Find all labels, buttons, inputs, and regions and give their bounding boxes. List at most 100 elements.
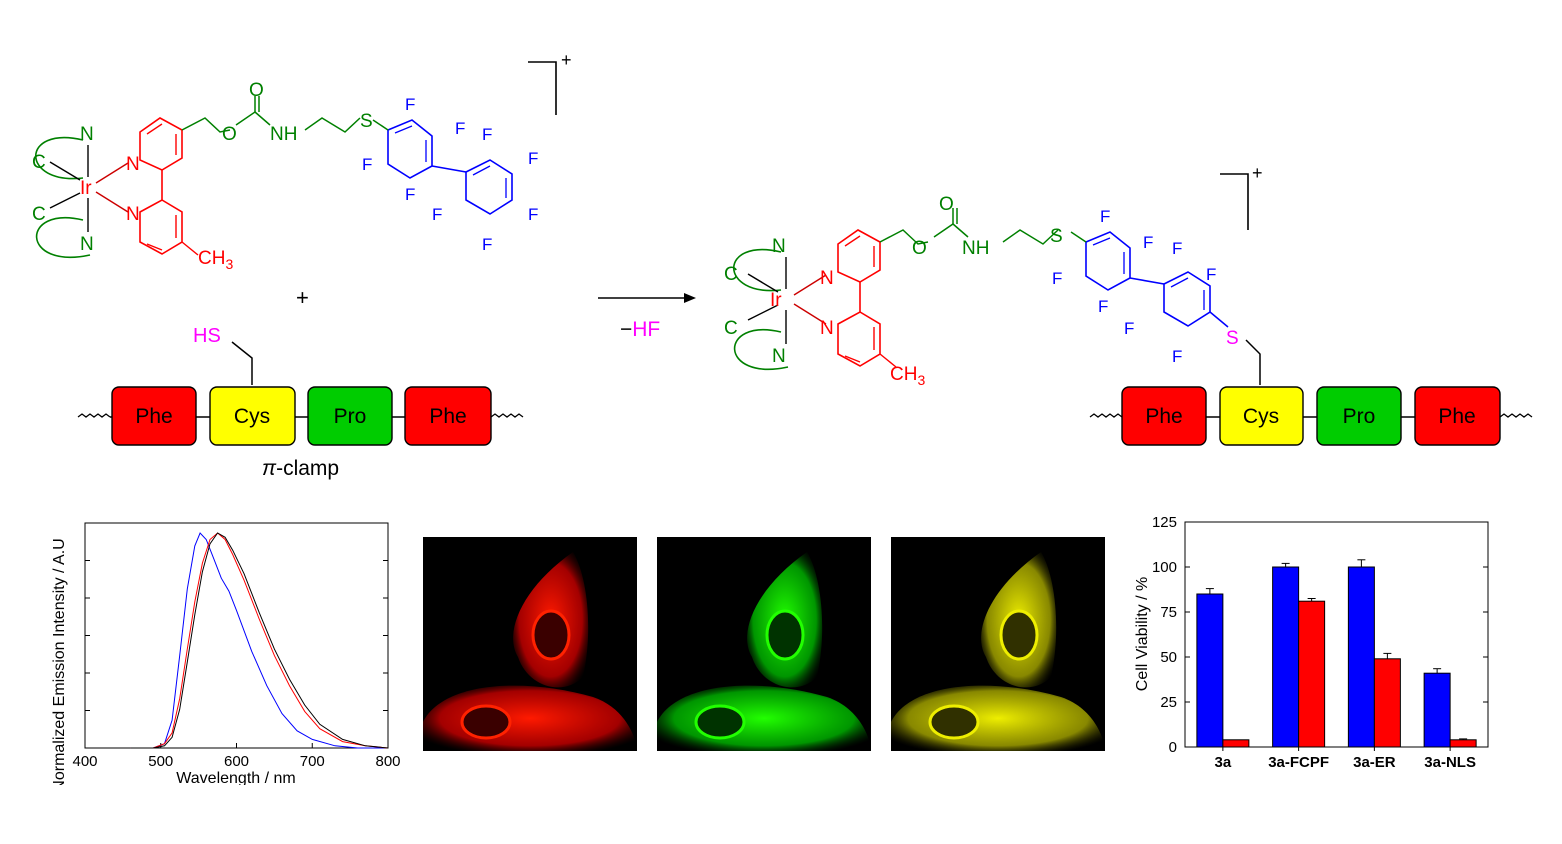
o-label: O (222, 124, 237, 145)
f-label: F (1172, 239, 1182, 258)
y-tick-label: 100 (1152, 559, 1177, 576)
residue-box-pro (307, 386, 393, 446)
f-label: F (1098, 297, 1108, 316)
thiol-label: HS (193, 325, 221, 347)
methyl-label: CH3 (198, 248, 233, 272)
micrograph-green-image (657, 537, 871, 751)
n-label: N (80, 234, 94, 255)
conjugated-peptide: Phe Cys Pro Phe (1089, 386, 1533, 446)
x-tick-label: 800 (375, 753, 400, 770)
residue-label: Cys (234, 405, 270, 428)
x-tick-label: 500 (148, 753, 173, 770)
c-label: C (32, 152, 46, 173)
y-tick-label: 125 (1152, 514, 1177, 531)
x-tick-label: 600 (224, 753, 249, 770)
micrograph-merged-image (891, 537, 1105, 751)
n-label: N (772, 236, 786, 257)
reaction-scheme: Ir N N C C N N CH3 O O NH S F F F F F F … (32, 50, 1533, 480)
charge-label: + (561, 50, 572, 70)
residue-box-phe (111, 386, 197, 446)
plus-sign: + (296, 285, 309, 310)
micrograph-red-image (423, 537, 637, 751)
plot-frame (84, 522, 389, 749)
residue-label: Phe (1438, 405, 1475, 428)
category-label: 3a (1215, 754, 1232, 771)
pyridine-n-label: N (126, 154, 140, 175)
c-label: C (724, 264, 738, 285)
f-label: F (528, 149, 538, 168)
y-tick-label: 75 (1160, 604, 1177, 621)
plot-frame (1184, 521, 1489, 748)
x-tick-label: 400 (72, 753, 97, 770)
viability-bar (1272, 566, 1300, 748)
c-label: C (32, 204, 46, 225)
viability-bar (1347, 566, 1375, 748)
nh-label: NH (962, 238, 989, 259)
charge-label: + (1252, 163, 1263, 183)
o-label: O (912, 238, 927, 259)
micrograph-green-channel (657, 537, 871, 751)
s-label: S (360, 111, 373, 132)
residue-label: Cys (1243, 405, 1279, 428)
f-label: F (1052, 269, 1062, 288)
emission-series-line (130, 532, 389, 749)
peptide-name: π-clamp (262, 457, 339, 480)
micrograph-red-channel (423, 537, 637, 751)
y-axis-label: Normalized Emission Intensity / A.U (51, 538, 68, 785)
residue-box-phe (404, 386, 492, 446)
conjugated-s-label: S (1226, 328, 1239, 349)
x-tick-label: 700 (300, 753, 325, 770)
iridium-complex-product: Ir N N C C N N CH3 O O NH S F F F F F F … (724, 163, 1263, 388)
residue-box-phe (1414, 386, 1501, 446)
residue-box-phe (1121, 386, 1207, 446)
f-label: F (1206, 265, 1216, 284)
pyridine-n-label: N (820, 318, 834, 339)
x-axis-label: Wavelength / nm (176, 770, 295, 785)
s-label: S (1050, 226, 1063, 247)
residue-label: Phe (429, 405, 466, 428)
c-label: C (724, 318, 738, 339)
residue-label: Phe (135, 405, 172, 428)
pyridine-n-label: N (820, 268, 834, 289)
o-label: O (249, 80, 264, 101)
f-label: F (528, 205, 538, 224)
methyl-label: CH3 (890, 364, 925, 388)
reagent-label: −HF (620, 318, 660, 341)
residue-label: Pro (1343, 405, 1376, 428)
pyridine-n-label: N (126, 204, 140, 225)
f-label: F (1143, 233, 1153, 252)
nh-label: NH (270, 124, 297, 145)
f-label: F (1172, 347, 1182, 366)
emission-series-line (130, 532, 389, 749)
pi-clamp-peptide: Phe Cys Pro Phe (77, 386, 524, 446)
residue-label: Pro (334, 405, 367, 428)
y-axis-label: Cell Viability / % (1134, 577, 1151, 691)
viability-bar (1298, 600, 1326, 748)
residue-box-cys (1219, 386, 1304, 446)
f-label: F (405, 185, 415, 204)
viability-bar (1196, 593, 1224, 748)
f-label: F (1124, 319, 1134, 338)
o-label: O (939, 194, 954, 215)
f-label: F (455, 119, 465, 138)
residue-box-pro (1316, 386, 1402, 446)
f-label: F (432, 205, 442, 224)
viability-bar (1373, 658, 1401, 748)
category-label: 3a-ER (1353, 754, 1396, 771)
f-label: F (362, 155, 372, 174)
iridium-complex-reactant: Ir N N C C N N CH3 O O NH S F F F F F F … (32, 50, 572, 272)
viability-bar (1222, 739, 1250, 748)
y-tick-label: 25 (1160, 694, 1177, 711)
f-label: F (482, 125, 492, 144)
y-tick-label: 50 (1160, 649, 1177, 666)
f-label: F (1100, 207, 1110, 226)
f-label: F (482, 235, 492, 254)
residue-label: Phe (1145, 405, 1182, 428)
residue-box-cys (209, 386, 296, 446)
y-tick-label: 0 (1169, 739, 1177, 756)
f-label: F (405, 95, 415, 114)
right-arrow-icon (598, 293, 696, 303)
n-label: N (80, 124, 94, 145)
micrograph-merged (891, 537, 1105, 751)
